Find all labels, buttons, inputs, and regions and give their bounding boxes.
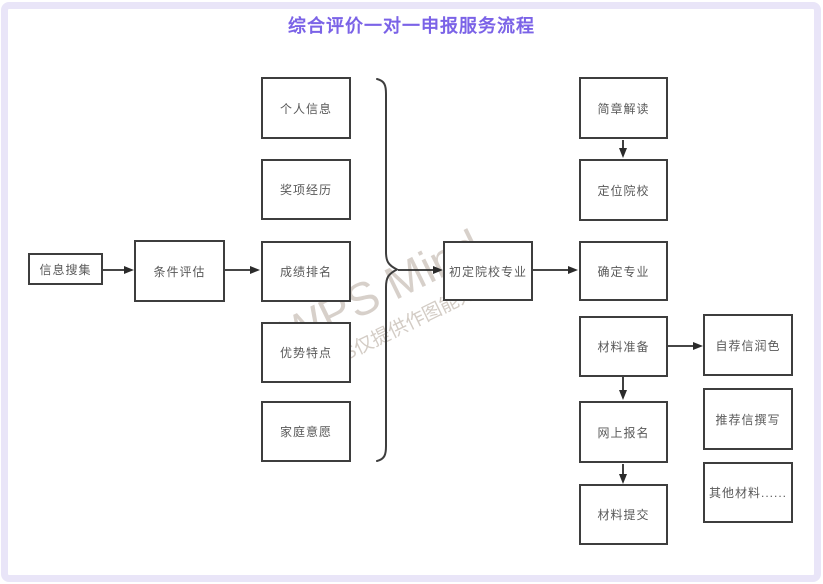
node-brochure-reading[interactable]: 简章解读 — [579, 77, 668, 139]
node-other-materials[interactable]: 其他材料...... — [703, 462, 793, 523]
node-condition-eval[interactable]: 条件评估 — [134, 240, 225, 302]
node-material-submit[interactable]: 材料提交 — [579, 484, 668, 545]
node-personal-info[interactable]: 个人信息 — [261, 77, 351, 139]
node-online-signup[interactable]: 网上报名 — [579, 401, 668, 463]
node-family-wish[interactable]: 家庭意愿 — [261, 401, 351, 462]
node-award-history[interactable]: 奖项经历 — [261, 159, 351, 220]
brace — [376, 78, 400, 462]
node-info-collect[interactable]: 信息搜集 — [28, 253, 103, 285]
node-confirm-major[interactable]: 确定专业 — [579, 241, 668, 301]
node-grade-ranking[interactable]: 成绩排名 — [261, 241, 351, 302]
node-self-letter-polish[interactable]: 自荐信润色 — [703, 314, 793, 376]
node-material-prep[interactable]: 材料准备 — [579, 316, 668, 377]
node-preliminary-school-major[interactable]: 初定院校专业 — [443, 241, 533, 301]
node-locate-school[interactable]: 定位院校 — [579, 159, 668, 221]
page-title: 综合评价一对一申报服务流程 — [288, 16, 535, 36]
node-recommend-letter-write[interactable]: 推荐信撰写 — [703, 388, 793, 450]
node-strengths[interactable]: 优势特点 — [261, 322, 351, 383]
